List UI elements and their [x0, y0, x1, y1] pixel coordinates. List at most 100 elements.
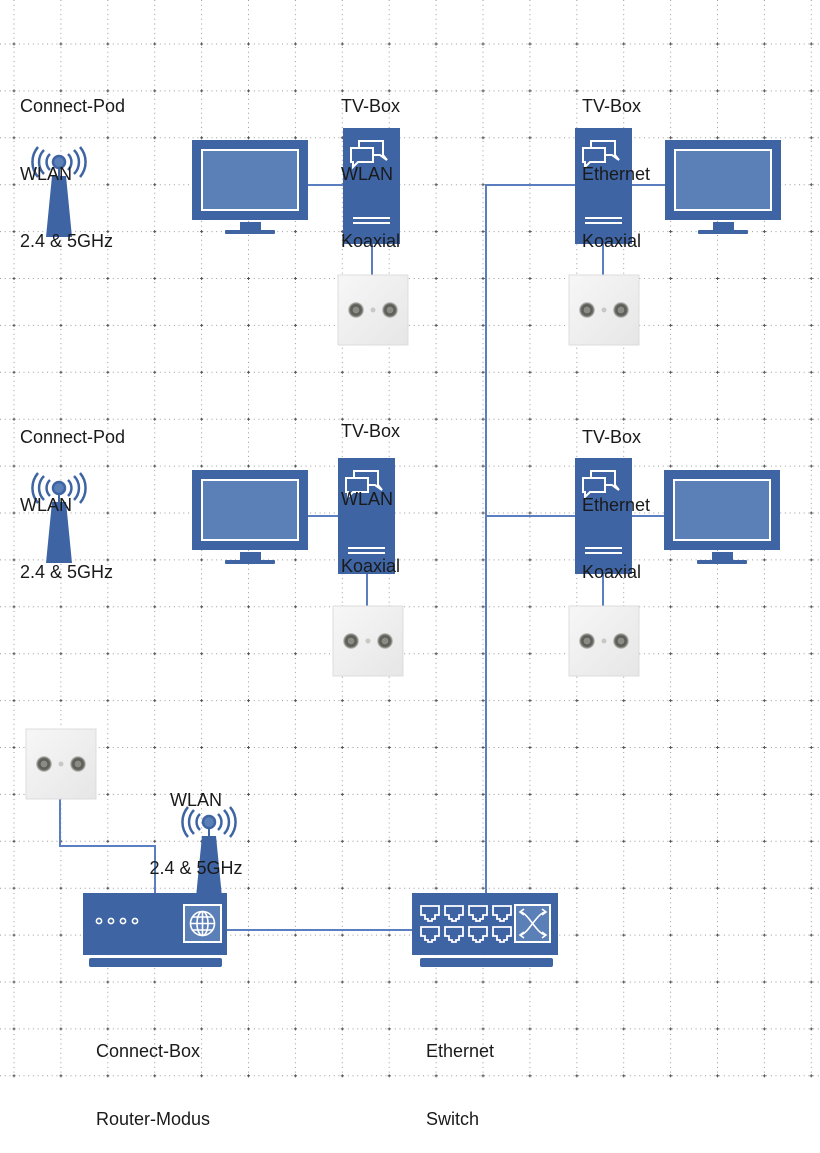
grid-crosspoint: [60, 136, 62, 140]
grid-crosspoint: [13, 323, 15, 327]
grid-crosspoint: [435, 605, 437, 609]
grid-crosspoint: [576, 980, 578, 984]
grid-crosspoint: [810, 746, 812, 749]
label-tvbox-top-right: TV-Box Ethernet Koaxial: [582, 50, 650, 275]
grid-crosspoint: [154, 605, 156, 609]
grid-crosspoint: [810, 652, 812, 656]
grid-crosspoint: [810, 370, 812, 374]
grid-crosspoint: [482, 136, 484, 140]
grid-crosspoint: [810, 839, 812, 843]
grid-crosspoint: [810, 323, 812, 327]
grid-crosspoint: [154, 652, 156, 656]
grid-crosspoint: [13, 136, 15, 140]
coax-wall-outlet-icon[interactable]: [568, 274, 640, 346]
grid-crosspoint: [388, 1074, 390, 1078]
grid-crosspoint: [482, 323, 484, 327]
grid-crosspoint: [482, 839, 484, 843]
grid-crosspoint: [482, 886, 484, 890]
grid-crosspoint: [388, 792, 390, 796]
grid-crosspoint: [435, 1027, 437, 1031]
grid-crosspoint: [670, 323, 672, 327]
grid-crosspoint: [717, 980, 718, 984]
grid-crosspoint: [576, 839, 578, 843]
grid-crosspoint: [60, 89, 62, 93]
grid-crosspoint: [576, 886, 578, 890]
coax-wall-outlet-icon[interactable]: [337, 274, 409, 346]
grid-crosspoint: [248, 1027, 249, 1031]
grid-crosspoint: [248, 323, 249, 327]
grid-crosspoint: [154, 277, 156, 280]
label-connect-pod-top: Connect-Pod WLAN 2.4 & 5GHz: [20, 50, 125, 275]
label-line: TV-Box: [341, 96, 401, 116]
label-switch: Ethernet Switch: [426, 995, 494, 1153]
grid-crosspoint: [60, 370, 62, 374]
label-line: WLAN: [341, 488, 394, 509]
grid-crosspoint: [60, 42, 62, 46]
grid-crosspoint: [341, 89, 343, 93]
grid-crosspoint: [670, 277, 672, 280]
grid-crosspoint: [810, 277, 812, 280]
label-line: Switch: [426, 1108, 480, 1129]
grid-crosspoint: [670, 652, 672, 656]
network-switch-icon[interactable]: [412, 893, 558, 967]
grid-crosspoint: [529, 89, 531, 93]
grid-crosspoint: [154, 1074, 156, 1078]
coax-wall-outlet-icon[interactable]: [25, 728, 97, 800]
grid-crosspoint: [810, 1027, 812, 1031]
monitor-icon[interactable]: [663, 469, 781, 565]
label-tvbox-mid-right: TV-Box Ethernet Koaxial: [582, 381, 650, 606]
grid-crosspoint: [294, 746, 296, 749]
label-line: Ethernet: [582, 163, 651, 184]
grid-crosspoint: [248, 605, 249, 609]
label-line: Router-Modus: [96, 1108, 211, 1129]
grid-crosspoint: [154, 417, 156, 421]
grid-crosspoint: [529, 511, 531, 515]
grid-crosspoint: [763, 136, 765, 140]
grid-crosspoint: [670, 417, 672, 421]
grid-crosspoint: [13, 511, 15, 515]
grid-crosspoint: [670, 699, 672, 703]
label-line: Connect-Pod: [20, 96, 126, 116]
grid-crosspoint: [107, 746, 109, 749]
grid-crosspoint: [670, 746, 672, 749]
grid-crosspoint: [388, 839, 390, 843]
grid-crosspoint: [435, 652, 437, 656]
grid-crosspoint: [13, 1027, 15, 1031]
grid-crosspoint: [717, 277, 718, 280]
monitor-icon[interactable]: [191, 139, 309, 235]
grid-crosspoint: [435, 886, 437, 890]
grid-crosspoint: [294, 933, 296, 937]
grid-crosspoint: [388, 980, 390, 984]
monitor-icon[interactable]: [664, 139, 782, 235]
grid-crosspoint: [154, 1027, 156, 1031]
grid-crosspoint: [294, 230, 296, 234]
grid-crosspoint: [13, 370, 15, 374]
grid-crosspoint: [810, 89, 812, 93]
grid-crosspoint: [717, 323, 718, 327]
grid-crosspoint: [482, 1027, 484, 1031]
grid-crosspoint: [294, 464, 296, 468]
coax-wall-outlet-icon[interactable]: [568, 605, 640, 677]
grid-crosspoint: [623, 1074, 625, 1078]
grid-crosspoint: [294, 605, 296, 609]
grid-crosspoint: [107, 699, 109, 703]
grid-crosspoint: [717, 464, 718, 468]
grid-crosspoint: [60, 886, 62, 890]
grid-crosspoint: [60, 323, 62, 327]
grid-crosspoint: [294, 1027, 296, 1031]
grid-crosspoint: [670, 886, 672, 890]
grid-crosspoint: [294, 1074, 296, 1078]
grid-crosspoint: [248, 699, 249, 703]
grid-crosspoint: [435, 277, 437, 280]
grid-crosspoint: [529, 746, 531, 749]
coax-wall-outlet-icon[interactable]: [332, 605, 404, 677]
ethernet-trunk: [485, 184, 575, 893]
grid-crosspoint: [13, 839, 15, 843]
monitor-icon[interactable]: [191, 469, 309, 565]
grid-crosspoint: [810, 558, 812, 562]
grid-crosspoint: [717, 886, 718, 890]
grid-crosspoint: [810, 511, 812, 515]
router-icon[interactable]: [83, 893, 227, 967]
grid-crosspoint: [435, 464, 437, 468]
grid-crosspoint: [763, 792, 765, 796]
